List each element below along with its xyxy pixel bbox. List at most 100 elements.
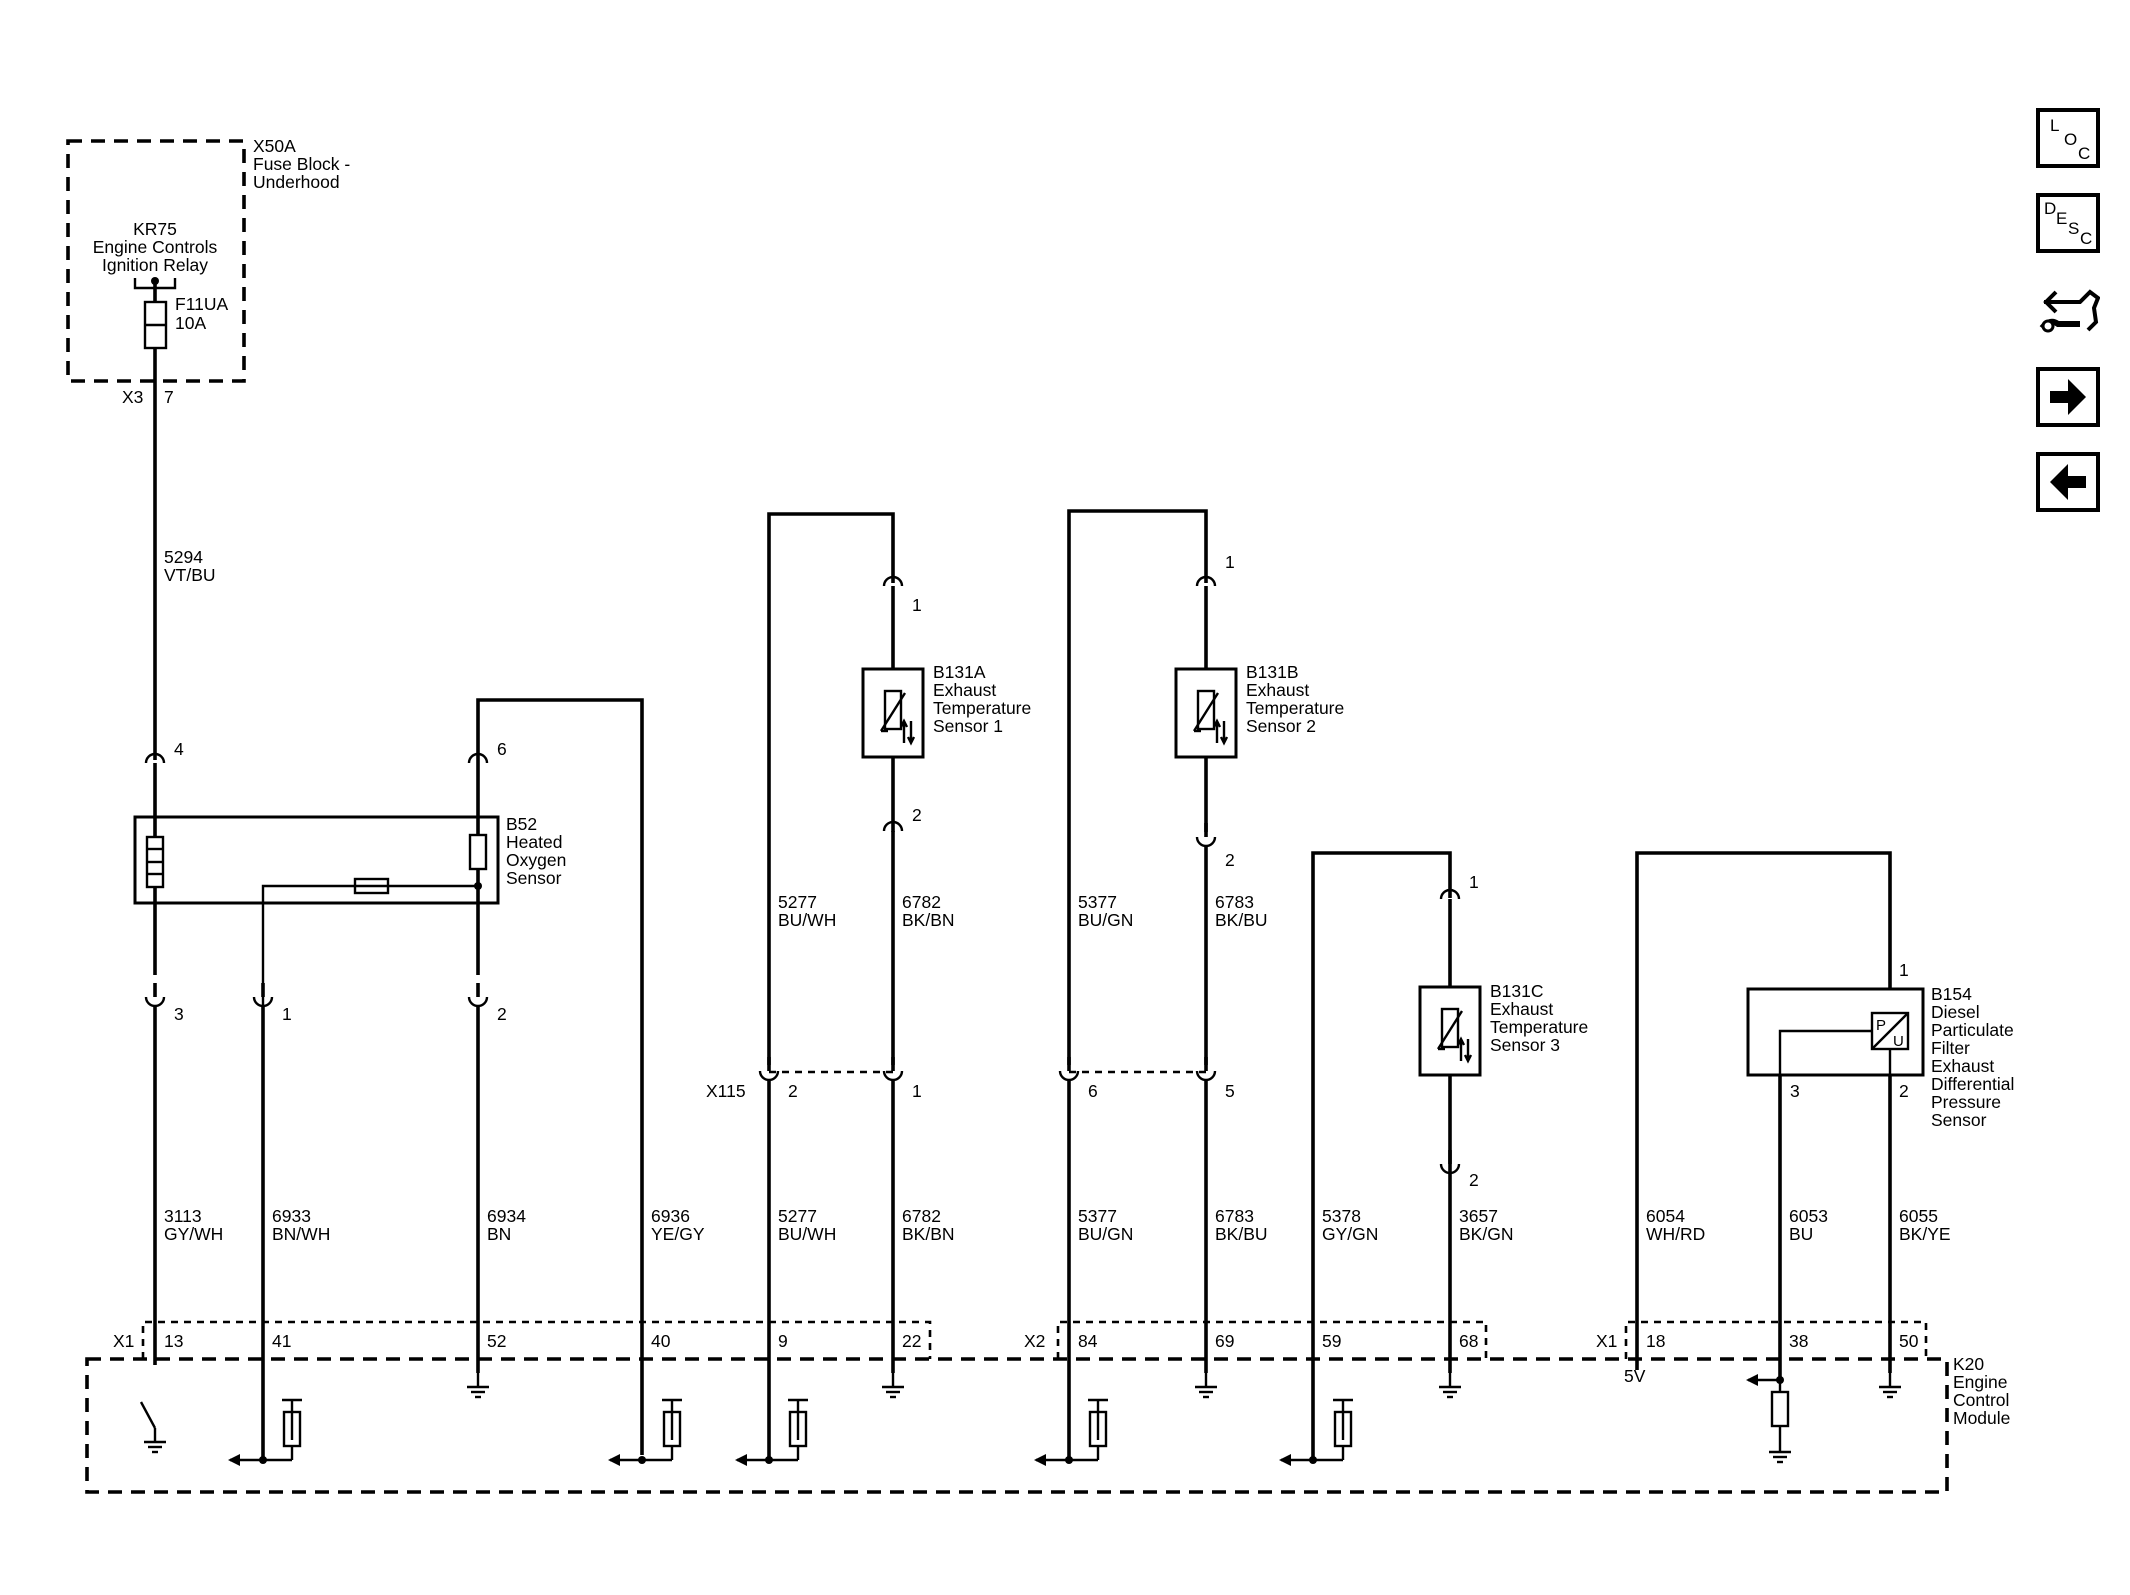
- sense-circuit-40: [608, 1398, 684, 1466]
- b154-name-2: Particulate: [1931, 1020, 2014, 1040]
- wire-5294-color: VT/BU: [164, 565, 216, 585]
- b131b-pin-2: 2: [1225, 850, 1235, 870]
- b131c-name-2: Temperature: [1490, 1017, 1588, 1037]
- ecm-pin-84: 84: [1078, 1331, 1098, 1351]
- b131b-pin-1: 1: [1225, 552, 1235, 572]
- wire-6053-circuit: 6053: [1789, 1206, 1828, 1226]
- wire-6782-circuit: 6782: [902, 1206, 941, 1226]
- b131b-name-2: Temperature: [1246, 698, 1344, 718]
- ecm-pin-59: 59: [1322, 1331, 1341, 1351]
- b52-name-2: Oxygen: [506, 850, 566, 870]
- description-letter-c: C: [2080, 229, 2093, 248]
- description-letter-s: S: [2068, 219, 2080, 238]
- ecm-name-3: Module: [1953, 1408, 2010, 1428]
- fuse-block-name-2: Underhood: [253, 172, 340, 192]
- ecm-pin-13: 13: [164, 1331, 183, 1351]
- ecm-pin-68: 68: [1459, 1331, 1478, 1351]
- wire-6934-circuit: 6934: [487, 1206, 526, 1226]
- sensor-b52: 4 6 B52 Heated Oxygen Sensor 3 1 2: [133, 698, 644, 1455]
- wire-6936-circuit: 6936: [651, 1206, 690, 1226]
- wire-6055-color: BK/YE: [1899, 1224, 1951, 1244]
- b154-symbol-u: U: [1893, 1033, 1904, 1050]
- mid-wire-6783-color: BK/BU: [1215, 910, 1268, 930]
- wire-5377-circuit: 5377: [1078, 1206, 1117, 1226]
- wire-6933-circuit: 6933: [272, 1206, 311, 1226]
- wire-6054-color: WH/RD: [1646, 1224, 1705, 1244]
- previous-page-button[interactable]: [2036, 452, 2100, 512]
- b131b-name-1: Exhaust: [1246, 680, 1309, 700]
- b52-pin-2: 2: [497, 1004, 507, 1024]
- fuse-block-id: X50A: [253, 136, 296, 156]
- ecm-5v-reference: 5V: [1624, 1366, 1646, 1386]
- x115-pin-6: 6: [1088, 1081, 1098, 1101]
- ecm-pin-40: 40: [651, 1331, 671, 1351]
- location-letter-l: L: [2050, 116, 2060, 135]
- b154-name-4: Exhaust: [1931, 1056, 1994, 1076]
- b131a-name-3: Sensor 1: [933, 716, 1003, 736]
- b52-pin-6: 6: [497, 739, 507, 759]
- ecm-connector-x1-b: X1: [1596, 1331, 1617, 1351]
- ecm-name-1: Engine: [1953, 1372, 2008, 1392]
- b131a-pin-1: 1: [912, 595, 922, 615]
- ecm-k20: X1 X2 X1 13 41 52 40 9 22 84 69 59 68 18…: [85, 1320, 2010, 1494]
- arrow-left-icon: [2050, 464, 2086, 500]
- b154-id: B154: [1931, 984, 1972, 1004]
- ecm-pin-41: 41: [272, 1331, 291, 1351]
- fuse-rating: 10A: [175, 313, 206, 333]
- relay-id: KR75: [133, 219, 177, 239]
- x115-pin-5: 5: [1225, 1081, 1235, 1101]
- wire-6782-color: BK/BN: [902, 1224, 955, 1244]
- wire-6934-color: BN: [487, 1224, 511, 1244]
- sense-circuit-38: [1746, 1374, 1793, 1464]
- repair-icon[interactable]: [2036, 278, 2100, 338]
- ecm-id: K20: [1953, 1354, 1984, 1374]
- mid-wire-6782-color: BK/BN: [902, 910, 955, 930]
- b131c-pin-2: 2: [1469, 1170, 1479, 1190]
- wire-6783-circuit: 6783: [1215, 1206, 1254, 1226]
- x115-pin-2: 2: [788, 1081, 798, 1101]
- wire-6055-circuit: 6055: [1899, 1206, 1938, 1226]
- b131b-id: B131B: [1246, 662, 1299, 682]
- ecm-connector-x2: X2: [1024, 1331, 1045, 1351]
- ecm-pin-38: 38: [1789, 1331, 1808, 1351]
- mid-wire-5377-circuit: 5377: [1078, 892, 1117, 912]
- wire-6933-color: BN/WH: [272, 1224, 330, 1244]
- mid-wire-6782-circuit: 6782: [902, 892, 941, 912]
- b52-id: B52: [506, 814, 537, 834]
- ecm-pin-52: 52: [487, 1331, 506, 1351]
- sense-circuit-59: [1279, 1398, 1355, 1466]
- wire-5277-color: BU/WH: [778, 1224, 836, 1244]
- b52-name-3: Sensor: [506, 868, 562, 888]
- ecm-pin-22: 22: [902, 1331, 921, 1351]
- location-letter-c: C: [2078, 144, 2091, 163]
- wire-3657-circuit: 3657: [1459, 1206, 1498, 1226]
- mid-wire-6783-circuit: 6783: [1215, 892, 1254, 912]
- sensor-b154: 1 P U 3 2 B154 Diesel Particulate Filter…: [1635, 851, 2014, 1375]
- b131a-id: B131A: [933, 662, 986, 682]
- b154-name-6: Pressure: [1931, 1092, 2001, 1112]
- wire-5378-color: GY/GN: [1322, 1224, 1378, 1244]
- ecm-pin-9: 9: [778, 1331, 788, 1351]
- ecm-pin-50: 50: [1899, 1331, 1919, 1351]
- fuse-connector: X3: [122, 387, 143, 407]
- next-page-button[interactable]: [2036, 367, 2100, 427]
- ecm-name-2: Control: [1953, 1390, 2009, 1410]
- description-letter-d: D: [2044, 199, 2057, 218]
- b131c-name-1: Exhaust: [1490, 999, 1553, 1019]
- relay-name-2: Ignition Relay: [102, 255, 208, 275]
- wire-6053-color: BU: [1789, 1224, 1813, 1244]
- wire-3113-color: GY/WH: [164, 1224, 223, 1244]
- description-button[interactable]: D E S C: [2036, 193, 2100, 253]
- b131a-pin-2: 2: [912, 805, 922, 825]
- connector-x115: X115 2 1 6 5: [706, 1055, 1235, 1101]
- ecm-connector-x1-a: X1: [113, 1331, 134, 1351]
- mid-wire-5277-color: BU/WH: [778, 910, 836, 930]
- b154-name-1: Diesel: [1931, 1002, 1980, 1022]
- b131c-id: B131C: [1490, 981, 1544, 1001]
- wire-5294-circuit: 5294: [164, 547, 203, 567]
- location-button[interactable]: L O C: [2036, 108, 2100, 168]
- ecm-pin-69: 69: [1215, 1331, 1234, 1351]
- sensor-b131c: 1 B131C Exhaust Temperature Sensor 3 2: [1311, 851, 1588, 1460]
- fuse-id: F11UA: [175, 294, 228, 314]
